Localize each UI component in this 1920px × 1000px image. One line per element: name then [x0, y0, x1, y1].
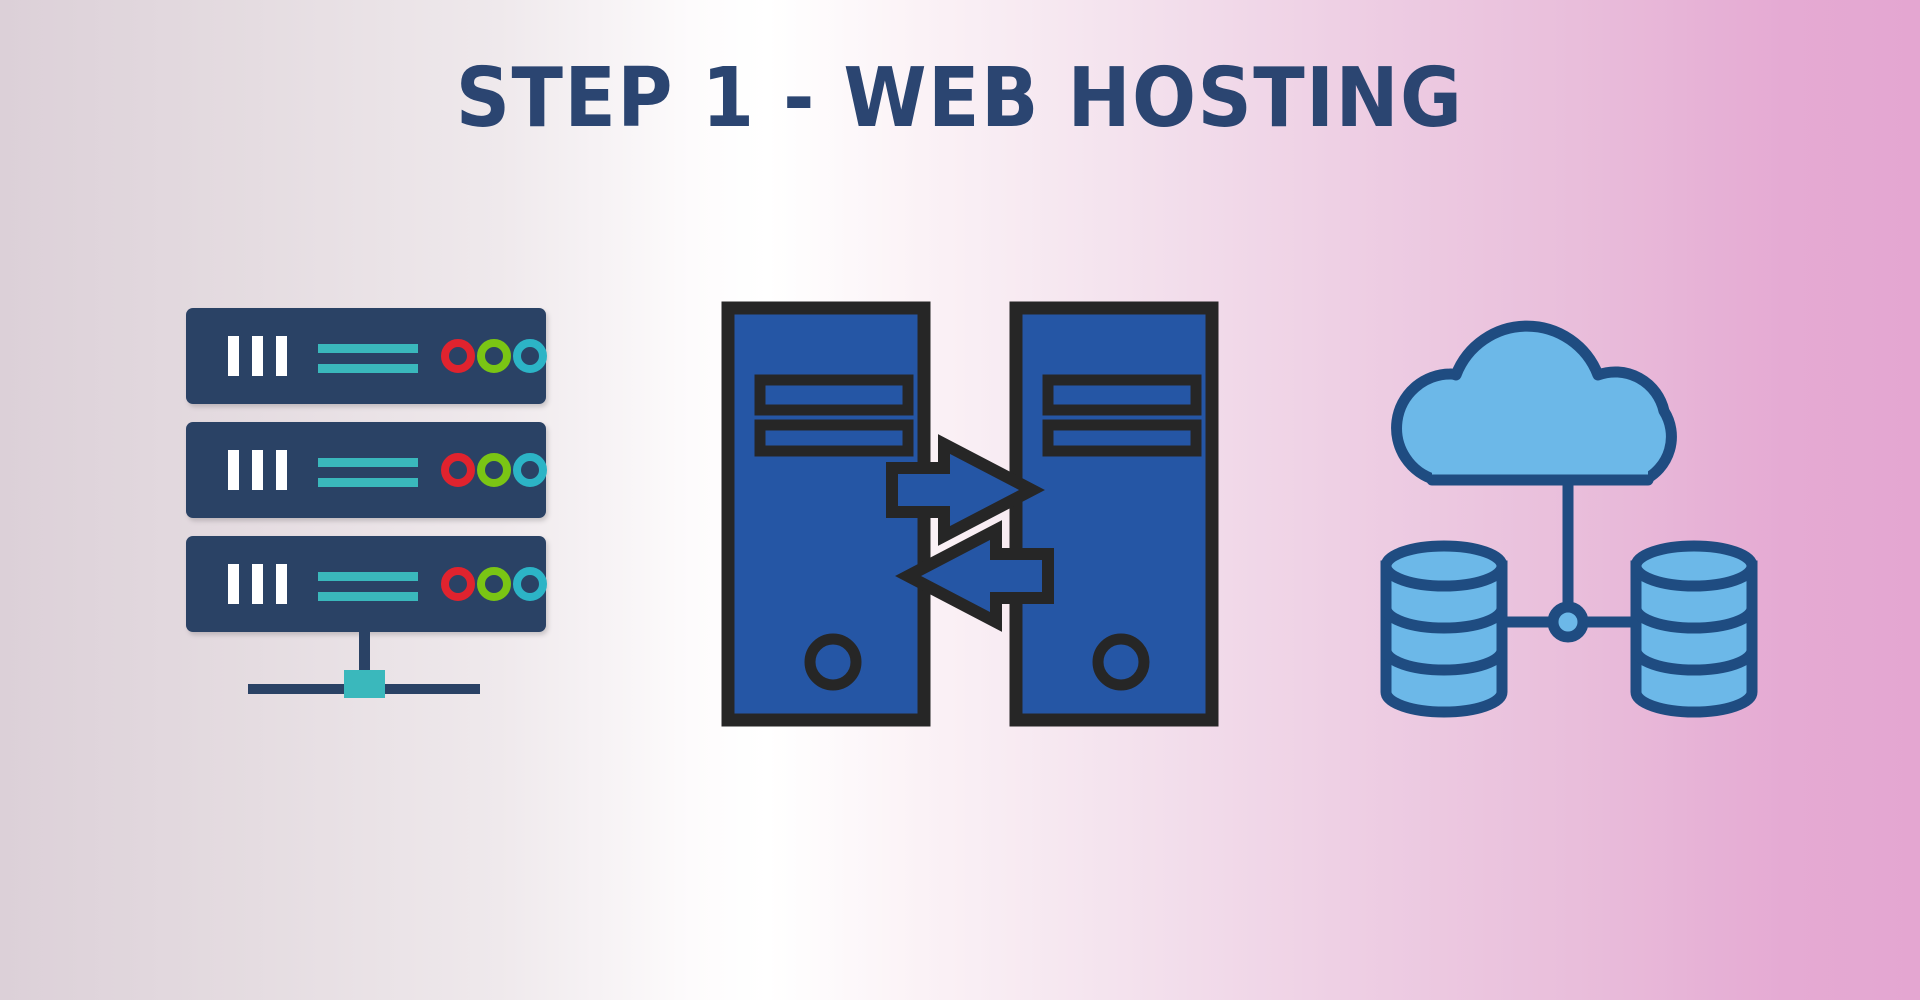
connector-node-icon	[1547, 601, 1589, 643]
tower-slot	[1042, 419, 1202, 457]
database-band	[1380, 607, 1508, 634]
icon-row	[0, 300, 1920, 780]
page-title: STEP 1 - WEB HOSTING	[456, 51, 1464, 146]
server-tower-right	[1009, 301, 1219, 727]
title-container: STEP 1 - WEB HOSTING	[0, 51, 1920, 146]
cloud-icon	[1391, 320, 1677, 486]
database-band	[1630, 649, 1758, 676]
arrow-left-icon	[895, 520, 1054, 632]
database-cylinder-right	[1630, 540, 1758, 718]
arrow-right-icon	[886, 434, 1045, 546]
cloud-database-icon	[1370, 300, 1770, 730]
server-rack-icon	[170, 300, 610, 760]
server-tower-pair-icon	[720, 300, 1220, 740]
server-unit-data-lines	[318, 344, 418, 373]
database-band	[1630, 607, 1758, 634]
server-rack-svg	[186, 308, 547, 698]
tower-power-button	[1092, 633, 1150, 691]
database-top-disc	[1630, 540, 1758, 592]
tower-power-button	[804, 633, 862, 691]
server-unit-vent-bars	[228, 564, 287, 604]
server-rack-unit	[186, 422, 546, 518]
database-top-disc	[1380, 540, 1508, 592]
tower-slot	[1042, 374, 1202, 416]
server-unit-vent-bars	[228, 450, 287, 490]
server-rack-unit	[186, 308, 546, 404]
server-unit-status-leds	[441, 339, 547, 373]
server-unit-data-lines	[318, 572, 418, 601]
tower-slot	[754, 374, 914, 416]
server-unit-status-leds	[441, 567, 547, 601]
cloud-database-svg	[1380, 320, 1758, 718]
server-rack-stand	[248, 632, 480, 698]
server-rack-unit	[186, 536, 546, 632]
tower-slot	[754, 419, 914, 457]
server-unit-vent-bars	[228, 336, 287, 376]
network-connector-block	[344, 670, 385, 698]
database-band	[1380, 649, 1508, 676]
cloud-database-connectors	[1482, 478, 1656, 628]
server-unit-data-lines	[318, 458, 418, 487]
server-tower-pair-svg	[721, 301, 1219, 727]
server-unit-status-leds	[441, 453, 547, 487]
database-cylinder-left	[1380, 540, 1508, 718]
